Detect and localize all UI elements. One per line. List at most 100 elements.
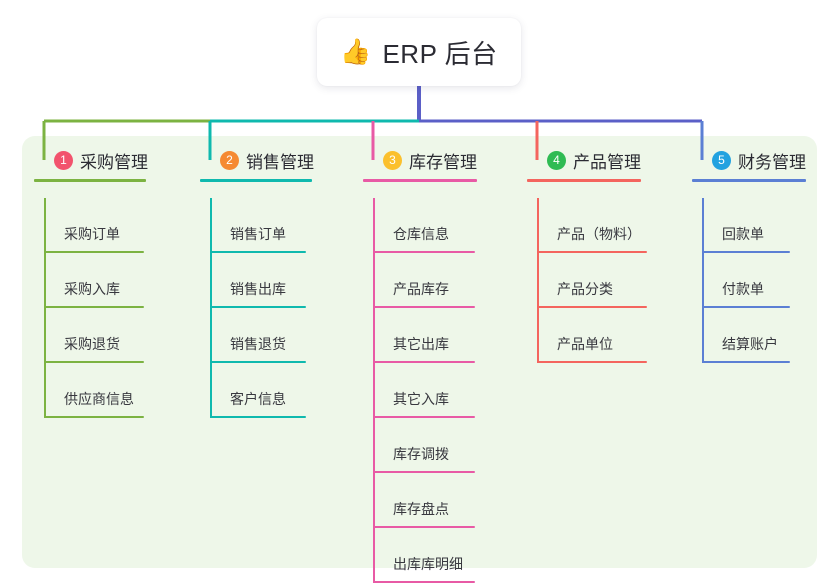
leaf-label: 采购退货 [64, 336, 120, 352]
branch-number-badge: 4 [547, 150, 566, 170]
leaf-node[interactable]: 库存盘点 [363, 473, 477, 528]
leaf-node[interactable]: 销售订单 [200, 198, 314, 253]
leaf-underline [210, 251, 306, 253]
leaf-node[interactable]: 出库库明细 [363, 528, 477, 583]
leaf-label: 销售出库 [230, 281, 286, 297]
leaf-label: 库存调拨 [393, 446, 449, 462]
leaf-underline [373, 581, 475, 583]
leaf-node[interactable]: 供应商信息 [34, 363, 148, 418]
root-node-card[interactable]: 👍 ERP 后台 [317, 18, 521, 86]
leaf-underline [44, 361, 144, 363]
leaf-connector-stem [373, 363, 375, 418]
leaf-node[interactable]: 产品单位 [527, 308, 647, 363]
branch-header-rule [200, 179, 312, 182]
branch-title: 销售管理 [246, 152, 314, 172]
leaf-connector-stem [702, 253, 704, 308]
leaf-label: 仓库信息 [393, 226, 449, 242]
leaf-node[interactable]: 销售出库 [200, 253, 314, 308]
branch-header-rule [34, 179, 146, 182]
branch-number-badge: 2 [220, 150, 239, 170]
leaf-underline [537, 306, 647, 308]
branch-leaf-list: 仓库信息产品库存其它出库其它入库库存调拨库存盘点出库库明细 [363, 198, 477, 583]
leaf-label: 采购订单 [64, 226, 120, 242]
leaf-underline [210, 306, 306, 308]
leaf-connector-stem [44, 253, 46, 308]
leaf-label: 其它出库 [393, 336, 449, 352]
leaf-node[interactable]: 产品库存 [363, 253, 477, 308]
leaf-connector-stem [373, 473, 375, 528]
root-node-content: 👍 ERP 后台 [340, 34, 497, 71]
leaf-node[interactable]: 回款单 [692, 198, 806, 253]
branch-number-badge: 1 [54, 150, 73, 170]
leaf-label: 销售退货 [230, 336, 286, 352]
branch-title: 产品管理 [573, 152, 641, 172]
leaf-node[interactable]: 销售退货 [200, 308, 314, 363]
leaf-underline [537, 361, 647, 363]
leaf-label: 客户信息 [230, 391, 286, 407]
leaf-underline [373, 416, 475, 418]
leaf-label: 采购入库 [64, 281, 120, 297]
leaf-label: 产品单位 [557, 336, 613, 352]
leaf-label: 回款单 [722, 226, 764, 242]
branch-number-badge: 3 [383, 150, 402, 170]
leaf-node[interactable]: 采购订单 [34, 198, 148, 253]
branch-title: 财务管理 [738, 152, 806, 172]
diagram-panel [22, 136, 817, 568]
leaf-connector-stem [373, 308, 375, 363]
leaf-connector-stem [702, 308, 704, 363]
root-node-title: ERP 后台 [382, 38, 498, 69]
leaf-node[interactable]: 仓库信息 [363, 198, 477, 253]
branch-header-rule [692, 179, 806, 182]
leaf-node[interactable]: 产品（物料） [527, 198, 647, 253]
leaf-label: 付款单 [722, 281, 764, 297]
branch-header-3[interactable]: 3 库存管理 [383, 148, 477, 172]
leaf-underline [210, 416, 306, 418]
branch-header-4[interactable]: 4 产品管理 [547, 148, 641, 172]
leaf-node[interactable]: 产品分类 [527, 253, 647, 308]
leaf-underline [373, 526, 475, 528]
leaf-label: 供应商信息 [64, 391, 134, 407]
branch-header-1[interactable]: 1 采购管理 [54, 148, 148, 172]
branch-header-rule [527, 179, 641, 182]
leaf-label: 其它入库 [393, 391, 449, 407]
branch-header-2[interactable]: 2 销售管理 [220, 148, 314, 172]
leaf-connector-stem [373, 528, 375, 583]
leaf-label: 结算账户 [722, 336, 778, 352]
branch-column-1: 1 采购管理采购订单采购入库采购退货供应商信息 [34, 148, 148, 418]
branch-column-3: 3 库存管理仓库信息产品库存其它出库其它入库库存调拨库存盘点出库库明细 [363, 148, 477, 583]
leaf-label: 产品（物料） [557, 226, 641, 242]
leaf-node[interactable]: 其它出库 [363, 308, 477, 363]
leaf-node[interactable]: 采购入库 [34, 253, 148, 308]
branch-header-rule [363, 179, 477, 182]
branch-leaf-list: 产品（物料） 产品分类产品单位 [527, 198, 647, 363]
branch-number-badge: 5 [712, 150, 731, 170]
leaf-node[interactable]: 库存调拨 [363, 418, 477, 473]
branch-title: 库存管理 [409, 152, 477, 172]
leaf-node[interactable]: 其它入库 [363, 363, 477, 418]
leaf-connector-stem [537, 308, 539, 363]
leaf-label: 产品分类 [557, 281, 613, 297]
leaf-underline [373, 251, 475, 253]
branch-leaf-list: 采购订单采购入库采购退货供应商信息 [34, 198, 148, 418]
branch-header-5[interactable]: 5 财务管理 [712, 148, 806, 172]
leaf-underline [44, 416, 144, 418]
leaf-connector-stem [210, 308, 212, 363]
thumbs-up-icon: 👍 [340, 37, 372, 66]
branch-title: 采购管理 [80, 152, 148, 172]
leaf-underline [537, 251, 647, 253]
branch-leaf-list: 回款单付款单结算账户 [692, 198, 806, 363]
leaf-connector-stem [210, 198, 212, 253]
leaf-underline [373, 306, 475, 308]
leaf-connector-stem [537, 253, 539, 308]
leaf-underline [44, 251, 144, 253]
leaf-node[interactable]: 付款单 [692, 253, 806, 308]
branch-column-5: 5 财务管理回款单付款单结算账户 [692, 148, 806, 363]
leaf-label: 销售订单 [230, 226, 286, 242]
leaf-node[interactable]: 结算账户 [692, 308, 806, 363]
leaf-connector-stem [210, 253, 212, 308]
branch-leaf-list: 销售订单销售出库销售退货客户信息 [200, 198, 314, 418]
leaf-node[interactable]: 采购退货 [34, 308, 148, 363]
leaf-node[interactable]: 客户信息 [200, 363, 314, 418]
leaf-label: 出库库明细 [393, 556, 463, 572]
leaf-underline [373, 361, 475, 363]
